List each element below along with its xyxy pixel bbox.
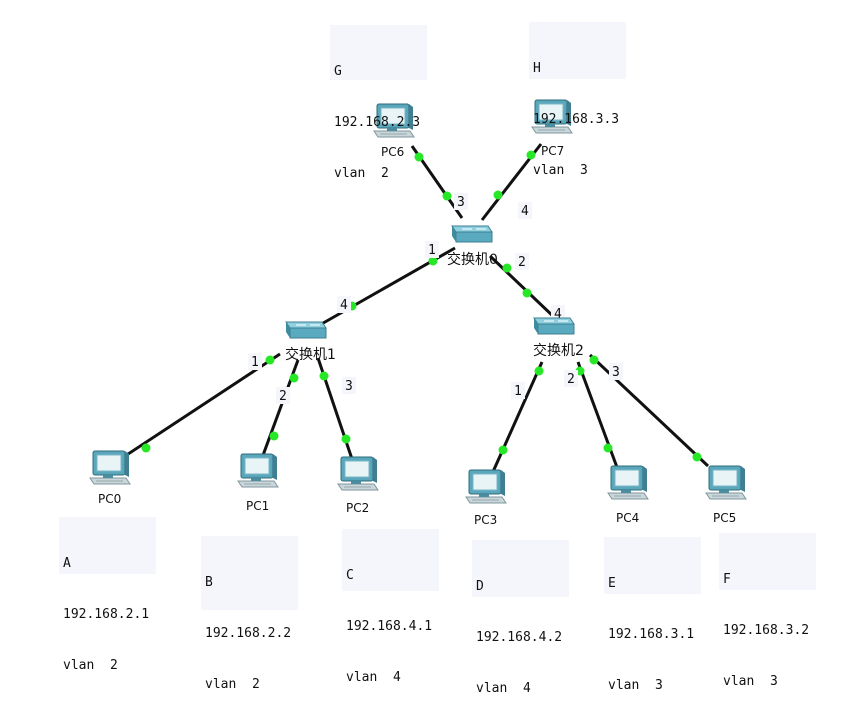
port-label: 3 [345,379,353,394]
link-light [692,452,702,462]
pc-pc2[interactable] [337,456,379,491]
note-g[interactable]: G 192.168.2.3 vlan 2 [330,25,427,181]
port-label: 3 [612,365,620,380]
note-ip: 192.168.2.1 [63,607,150,622]
note-id: B [205,575,213,590]
pc-label: PC0 [98,492,121,506]
link-light [502,263,512,273]
pc-label: PC6 [381,145,404,159]
note-ip: 192.168.4.1 [346,619,433,634]
note-vlan: vlan 2 [205,677,260,692]
note-d[interactable]: D 192.168.4.2 vlan 4 [472,540,569,696]
link-light [522,288,532,298]
note-id: G [334,64,342,79]
pc-label: PC5 [713,511,736,525]
port-label: 2 [567,372,575,387]
link-sw2-pc3[interactable] [490,361,544,475]
note-vlan: vlan 4 [346,670,401,685]
switch-label-sw2: 交换机2 [533,342,584,359]
pc-icon [237,453,279,488]
pc-icon [89,450,131,485]
switch-label-sw1: 交换机1 [285,346,336,363]
pc-pc1[interactable] [237,453,279,488]
pc-pc3[interactable] [465,469,507,504]
port-label: 1 [428,243,436,258]
port-label: 1 [514,384,522,399]
note-ip: 192.168.3.1 [608,627,695,642]
link-light [526,150,536,160]
note-b[interactable]: B 192.168.2.2 vlan 2 [201,536,298,692]
network-topology-canvas: 3 4 1 2 4 1 2 3 4 1 2 3 交换机0 交换机1 交换机2 [89,99,747,527]
pc-pc4[interactable] [607,465,649,500]
port-label: 3 [457,195,465,210]
pc-icon [465,469,507,504]
pc-label: PC2 [346,501,369,515]
pc-icon [705,465,747,500]
switch-sw2[interactable] [533,317,575,335]
link-light [442,191,452,201]
switch-icon [285,321,327,339]
note-vlan: vlan 2 [334,166,389,181]
link-light [589,355,599,365]
note-ip: 192.168.3.3 [533,112,620,127]
link-light [428,256,438,266]
note-id: A [63,556,71,571]
note-f[interactable]: F 192.168.3.2 vlan 3 [719,533,816,689]
note-id: D [476,579,484,594]
note-vlan: vlan 3 [608,678,663,693]
note-vlan: vlan 3 [723,674,778,689]
note-vlan: vlan 3 [533,163,588,178]
link-sw0-sw2[interactable] [488,254,557,320]
pc-icon [337,456,379,491]
pc-pc0[interactable] [89,450,131,485]
link-light [341,434,351,444]
port-label: 2 [279,389,287,404]
note-vlan: vlan 2 [63,658,118,673]
switch-sw1[interactable] [285,321,327,339]
switch-label-sw0: 交换机0 [447,251,498,268]
note-c[interactable]: C 192.168.4.1 vlan 4 [342,529,439,685]
note-ip: 192.168.2.2 [205,626,292,641]
link-light [289,373,299,383]
port-label: 4 [554,307,562,322]
note-a[interactable]: A 192.168.2.1 vlan 2 [59,517,156,673]
note-id: F [723,572,731,587]
link-sw2-pc4[interactable] [576,361,620,471]
link-light [141,443,151,453]
note-vlan: vlan 4 [476,681,531,696]
link-light [265,355,275,365]
link-light [498,445,508,455]
port-label: 2 [518,255,526,270]
port-label: 4 [340,298,348,313]
note-ip: 192.168.3.2 [723,623,810,638]
pc-pc5[interactable] [705,465,747,500]
note-id: C [346,568,354,583]
link-light [414,152,424,162]
pc-label: PC3 [474,513,497,527]
pc-label: PC7 [541,144,564,158]
port-label: 4 [521,204,529,219]
note-ip: 192.168.4.2 [476,630,563,645]
switch-icon [533,317,575,335]
switch-sw0[interactable] [451,225,493,243]
port-label: 1 [251,355,259,370]
link-light [603,443,613,453]
pc-label: PC4 [616,511,639,525]
link-sw1-pc0[interactable] [115,352,281,464]
note-id: H [533,61,541,76]
switch-icon [451,225,493,243]
pc-icon [607,465,649,500]
note-id: E [608,576,616,591]
link-light [534,366,544,376]
port-labels: 3 4 1 2 4 1 2 3 4 1 2 3 [248,193,623,404]
note-ip: 192.168.2.3 [334,115,421,130]
note-h[interactable]: H 192.168.3.3 vlan 3 [529,22,626,178]
link-light [269,431,279,441]
pc-label: PC1 [246,499,269,513]
link-light [493,190,503,200]
link-light [319,371,329,381]
note-e[interactable]: E 192.168.3.1 vlan 3 [604,537,701,693]
